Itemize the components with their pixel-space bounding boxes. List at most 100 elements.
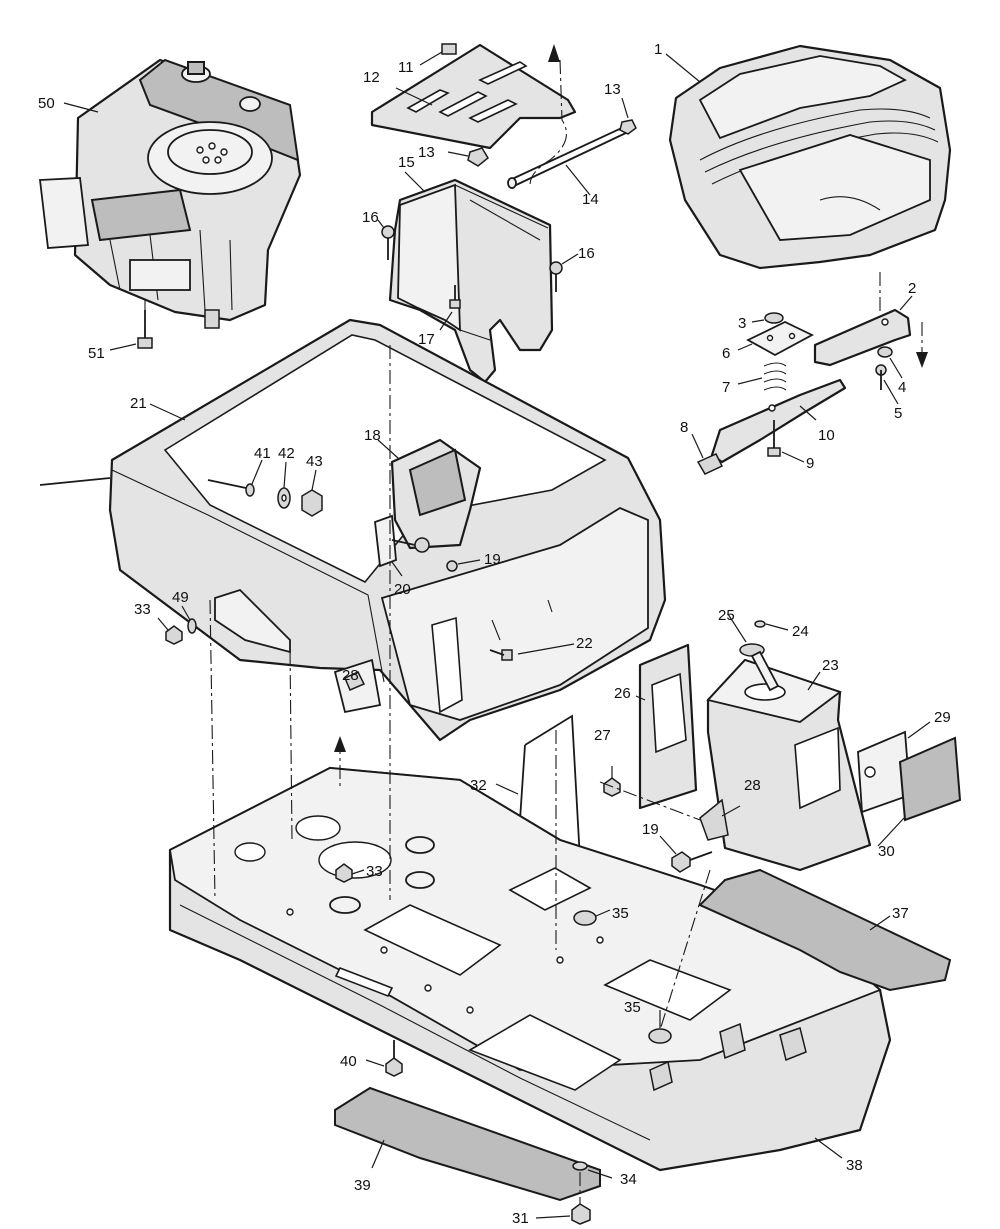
callout-49: 49 [172, 589, 189, 606]
callout-50: 50 [38, 95, 55, 112]
washer-42 [277, 461, 291, 509]
nut-4 [877, 346, 903, 379]
callout-20: 20 [394, 581, 411, 598]
callout-30: 30 [878, 843, 895, 860]
callout-19-dash: 19 [642, 821, 659, 838]
fuel-cap-neck-25 [727, 613, 780, 692]
screw-40 [365, 1040, 403, 1077]
callout-7: 7 [722, 379, 730, 396]
clip-28-body [344, 671, 366, 691]
callout-25: 25 [718, 607, 735, 624]
callout-33-side: 33 [134, 601, 151, 618]
callout-14: 14 [582, 191, 599, 208]
engine-bolt [109, 300, 153, 351]
bracket-screw-left [377, 219, 395, 260]
callout-29: 29 [934, 709, 951, 726]
callout-37: 37 [892, 905, 909, 922]
screw-27 [603, 766, 621, 797]
left-alignment-line-2 [289, 649, 293, 841]
callout-4: 4 [898, 379, 906, 396]
callout-9: 9 [806, 455, 814, 472]
lens-30 [877, 736, 962, 847]
callout-28-dash: 28 [744, 777, 761, 794]
dash-alignment-line [599, 781, 701, 821]
cap-24 [754, 620, 789, 631]
callout-31: 31 [512, 1210, 529, 1227]
callout-13-top: 13 [604, 81, 621, 98]
callout-6: 6 [722, 345, 730, 362]
callout-26: 26 [614, 685, 631, 702]
fuel-tank-18 [377, 438, 482, 550]
nut-plate [447, 147, 489, 167]
callout-15: 15 [398, 154, 415, 171]
callout-33-chassis: 33 [366, 863, 383, 880]
washer-34 [572, 1161, 613, 1179]
callout-28-body: 28 [342, 667, 359, 684]
plate-6 [737, 321, 814, 357]
callout-17: 17 [418, 331, 435, 348]
callout-16-right: 16 [578, 245, 595, 262]
callout-43: 43 [306, 453, 323, 470]
callout-19-inner: 19 [484, 551, 501, 568]
seat-bracket [813, 295, 913, 367]
bolt-22 [517, 643, 575, 655]
callout-2: 2 [908, 280, 916, 297]
callout-39: 39 [354, 1177, 371, 1194]
callout-23: 23 [822, 657, 839, 674]
callout-10: 10 [818, 427, 835, 444]
screw-33-chassis [335, 863, 365, 883]
callout-12: 12 [363, 69, 380, 86]
bracket-28-dash [699, 798, 741, 841]
nut-rod-end [619, 97, 637, 135]
seat [665, 44, 952, 312]
dash-insert-26 [635, 643, 698, 810]
left-alignment-line [209, 599, 216, 901]
washer-49 [181, 605, 197, 634]
callout-18: 18 [364, 427, 381, 444]
bolt-5 [875, 364, 899, 405]
callout-35-top: 35 [612, 905, 629, 922]
callout-labels: 1 2 3 4 5 6 7 8 9 10 11 12 13 13 14 15 1… [38, 41, 951, 1227]
clip-8 [691, 433, 724, 475]
screw-33-side [157, 617, 183, 645]
callout-32: 32 [470, 777, 487, 794]
bracket [388, 171, 554, 384]
bolt-19-inner [446, 559, 481, 572]
bracket-screw-right [549, 253, 579, 292]
spring-7 [737, 362, 787, 391]
callout-16-left: 16 [362, 209, 379, 226]
cable-end-41 [207, 459, 263, 497]
callout-42: 42 [278, 445, 295, 462]
nut-43 [301, 469, 323, 517]
callout-8: 8 [680, 419, 688, 436]
callout-5: 5 [894, 405, 902, 422]
callout-38: 38 [846, 1157, 863, 1174]
dash-panel-23 [706, 658, 872, 872]
seat-bracket-arrow [916, 322, 928, 368]
nut-31 [535, 1172, 591, 1225]
callout-24: 24 [792, 623, 809, 640]
callout-40: 40 [340, 1053, 357, 1070]
callout-27: 27 [594, 727, 611, 744]
engine [38, 58, 302, 329]
grommet-alignment-line [659, 869, 711, 1031]
grommet-35-top [573, 909, 611, 926]
grommet-35-bottom [648, 1010, 672, 1044]
callout-41: 41 [254, 445, 271, 462]
mounting-plate [370, 43, 577, 150]
bolt-9 [767, 420, 805, 463]
callout-1: 1 [654, 41, 662, 58]
callout-22: 22 [576, 635, 593, 652]
callout-13-plate: 13 [418, 144, 435, 161]
chassis-up-arrow [334, 736, 346, 790]
washer-3 [751, 312, 784, 324]
screw-19-dash [659, 835, 713, 873]
switch-20 [374, 514, 430, 577]
callout-34: 34 [620, 1171, 637, 1188]
bracket-screw-center [439, 285, 461, 331]
seat-rod [507, 125, 629, 196]
callout-35-bottom: 35 [624, 999, 641, 1016]
callout-3: 3 [738, 315, 746, 332]
